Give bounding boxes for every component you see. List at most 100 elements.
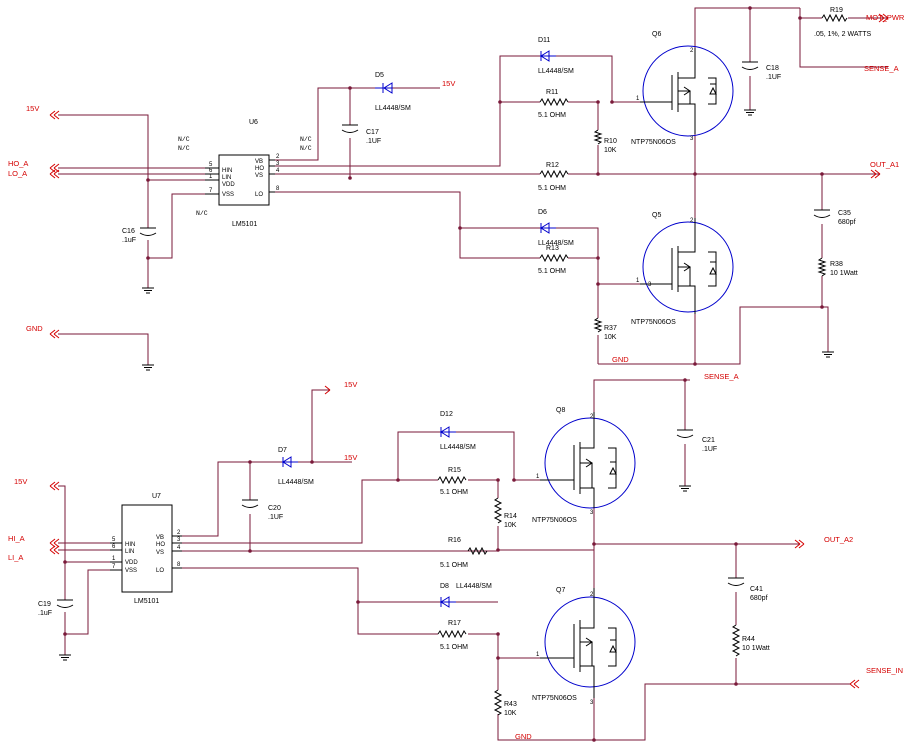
u6-pin-vs: VS bbox=[255, 173, 263, 179]
d8-ref: D8 bbox=[440, 583, 449, 590]
u6-pin-3-num: 3 bbox=[276, 161, 280, 167]
c20-value: .1UF bbox=[268, 514, 283, 521]
u7-pin-vb: VB bbox=[156, 535, 164, 541]
capacitors bbox=[56, 61, 831, 608]
c18-value: .1UF bbox=[766, 74, 781, 81]
u6-pin-2-num: 2 bbox=[276, 154, 280, 160]
u6-pin-vb: VB bbox=[255, 159, 263, 165]
q8-pin-g: 1 bbox=[536, 474, 540, 480]
nc-label-2: N/C bbox=[178, 145, 190, 152]
r11-ref: R11 bbox=[546, 89, 558, 96]
u6-pin-hin: HIN bbox=[222, 168, 232, 174]
u7-pin-8-num: 8 bbox=[177, 562, 181, 568]
wiring-bottom bbox=[58, 379, 850, 741]
net-label-ho-a: HO_A bbox=[8, 159, 28, 168]
q7-pin-s: 3 bbox=[590, 700, 594, 706]
net-label-gnd-a: GND bbox=[26, 324, 43, 333]
c21-ref: C21 bbox=[702, 437, 715, 444]
c41-ref: C41 bbox=[750, 586, 763, 593]
net-label-15v-d7b: 15V bbox=[344, 453, 357, 462]
q6-part: NTP75N06OS bbox=[631, 139, 676, 146]
r38-value: 10 1Watt bbox=[830, 270, 858, 277]
q6-pin-d: 2 bbox=[690, 48, 694, 54]
u6-pin-ho: HO bbox=[255, 166, 264, 172]
r12-ref: R12 bbox=[546, 162, 559, 169]
u7-pin-4-num: 4 bbox=[177, 545, 181, 551]
q7-pin-g: 1 bbox=[536, 652, 540, 658]
junctions bbox=[63, 6, 824, 742]
u7-pin-5-num: 5 bbox=[112, 537, 116, 543]
u7-pin-lin: LIN bbox=[125, 549, 134, 555]
c16-value: .1uF bbox=[122, 237, 136, 244]
u7-pin-vs: VS bbox=[156, 550, 164, 556]
r43-value: 10K bbox=[504, 710, 517, 717]
c19-ref: C19 bbox=[38, 601, 51, 608]
c18-ref: C18 bbox=[766, 65, 779, 72]
u7-pin-7-num: 7 bbox=[112, 564, 116, 570]
net-label-li-a: LI_A bbox=[8, 553, 23, 562]
r37-value: 10K bbox=[604, 334, 617, 341]
r13-ref: R13 bbox=[546, 245, 559, 252]
u7-pin-ho: HO bbox=[156, 542, 165, 548]
net-label-15v-a: 15V bbox=[26, 104, 39, 113]
nc-label-3: N/C bbox=[196, 210, 208, 217]
d12-ref: D12 bbox=[440, 411, 453, 418]
r13-value: 5.1 OHM bbox=[538, 268, 566, 275]
r17-ref: R17 bbox=[448, 620, 461, 627]
u7-pin-6-num: 6 bbox=[112, 544, 116, 550]
r15-ref: R15 bbox=[448, 467, 461, 474]
u6-ref: U6 bbox=[249, 119, 258, 126]
c41-value: 680pf bbox=[750, 595, 768, 602]
r37-ref: R37 bbox=[604, 325, 617, 332]
q6-ref: Q6 bbox=[652, 31, 661, 38]
r15-value: 5.1 OHM bbox=[440, 489, 468, 496]
r44-ref: R44 bbox=[742, 636, 755, 643]
q7-part: NTP75N06OS bbox=[532, 695, 577, 702]
u7-pin-1-num: 1 bbox=[112, 556, 116, 562]
r11-value: 5.1 OHM bbox=[538, 112, 566, 119]
c17-value: .1UF bbox=[366, 138, 381, 145]
wiring-top bbox=[58, 7, 888, 365]
u6-pin-vss: VSS bbox=[222, 192, 234, 198]
mosfet-q7 bbox=[540, 588, 636, 698]
c19-value: .1uF bbox=[38, 610, 52, 617]
d11-part: LL4448/SM bbox=[538, 68, 574, 75]
r43-ref: R43 bbox=[504, 701, 517, 708]
u6-pin-5-num: 5 bbox=[209, 162, 213, 168]
u7-chip bbox=[110, 504, 182, 593]
u6-pin-6-num: 6 bbox=[209, 168, 213, 174]
u7-pin-3-num: 3 bbox=[177, 537, 181, 543]
net-label-out-a1: OUT_A1 bbox=[870, 160, 899, 169]
d7-ref: D7 bbox=[278, 447, 287, 454]
net-label-sense-a-bot: SENSE_A bbox=[704, 372, 739, 381]
diodes bbox=[282, 50, 556, 608]
q5-pin-s: 3 bbox=[648, 282, 652, 288]
c35-value: 680pf bbox=[838, 219, 856, 226]
net-label-15v-d7a: 15V bbox=[344, 380, 357, 389]
d5-part: LL4448/SM bbox=[375, 105, 411, 112]
r14-ref: R14 bbox=[504, 513, 517, 520]
d6-part: LL4448/SM bbox=[538, 240, 574, 247]
q6-pin-s: 3 bbox=[690, 136, 694, 142]
u7-ref: U7 bbox=[152, 493, 161, 500]
q7-ref: Q7 bbox=[556, 587, 565, 594]
q6-pin-g: 1 bbox=[636, 96, 640, 102]
r16-value: 5.1 OHM bbox=[440, 562, 468, 569]
c21-value: .1UF bbox=[702, 446, 717, 453]
q8-ref: Q8 bbox=[556, 407, 565, 414]
u6-pin-vdd: VDD bbox=[222, 182, 235, 188]
u7-pin-lo: LO bbox=[156, 568, 164, 574]
r10-value: 10K bbox=[604, 147, 617, 154]
u6-pin-7-num: 7 bbox=[209, 188, 213, 194]
c16-ref: C16 bbox=[122, 228, 135, 235]
u6-pin-8-num: 8 bbox=[276, 186, 280, 192]
r12-value: 5.1 OHM bbox=[538, 185, 566, 192]
q7-pin-d: 2 bbox=[590, 592, 594, 598]
nc-label-4: N/C bbox=[300, 136, 312, 143]
q5-part: NTP75N06OS bbox=[631, 319, 676, 326]
r10-ref: R10 bbox=[604, 138, 617, 145]
net-label-gnd-bot: GND bbox=[515, 732, 532, 741]
net-label-gnd-mid: GND bbox=[612, 355, 629, 364]
mosfet-q6 bbox=[640, 45, 734, 137]
